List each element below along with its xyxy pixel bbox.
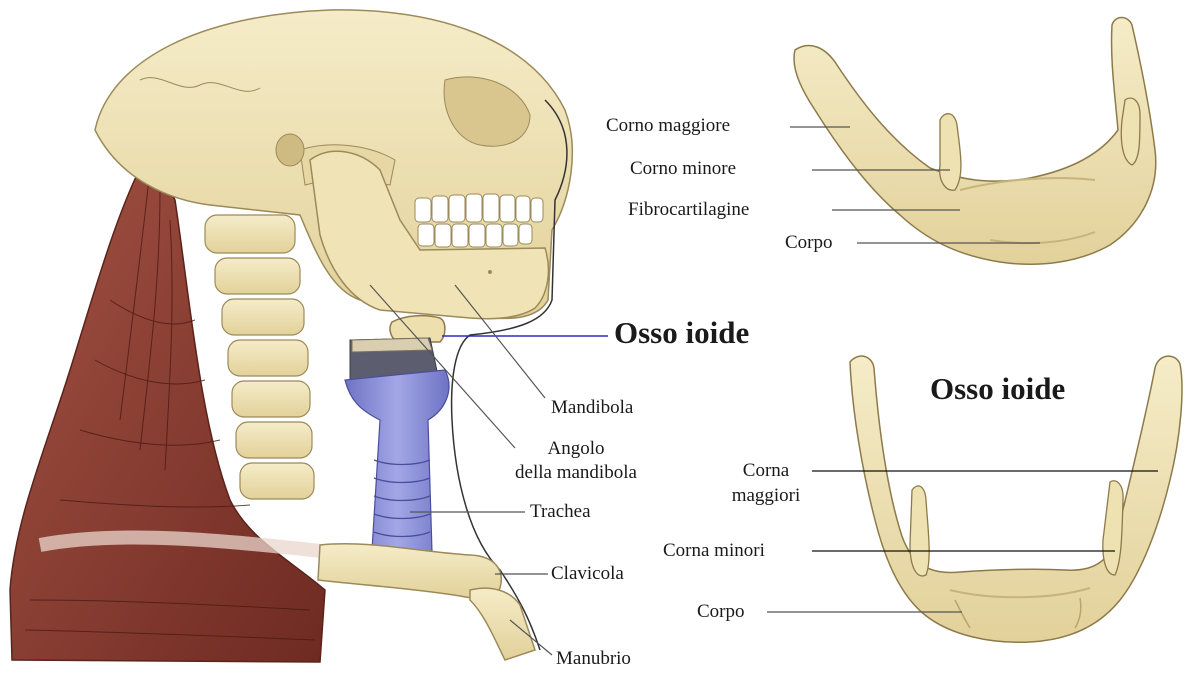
label-corno-maggiore: Corno maggiore (606, 115, 730, 137)
larynx-trachea (345, 338, 449, 552)
label-angolo-line1: Angolo (490, 438, 662, 460)
label-manubrio: Manubrio (556, 648, 631, 670)
label-corna-minori: Corna minori (663, 540, 765, 562)
label-fibrocartilagine: Fibrocartilagine (628, 199, 749, 221)
title-left: Osso ioide (614, 315, 749, 351)
label-trachea: Trachea (530, 501, 591, 523)
label-clavicola: Clavicola (551, 563, 624, 585)
label-angolo-line2: della mandibola (490, 462, 662, 484)
clavicle (318, 544, 535, 660)
label-mandibola: Mandibola (551, 397, 633, 419)
title-bottom-right: Osso ioide (930, 371, 1065, 407)
label-corpo-top: Corpo (785, 232, 833, 254)
label-corpo-bottom: Corpo (697, 601, 745, 623)
hyoid-oblique-view (794, 18, 1156, 265)
label-corna-maggiori-line1: Corna (720, 460, 812, 482)
cervical-spine (205, 215, 314, 499)
label-corna-maggiori-line2: maggiori (720, 485, 812, 507)
label-corno-minore: Corno minore (630, 158, 736, 180)
